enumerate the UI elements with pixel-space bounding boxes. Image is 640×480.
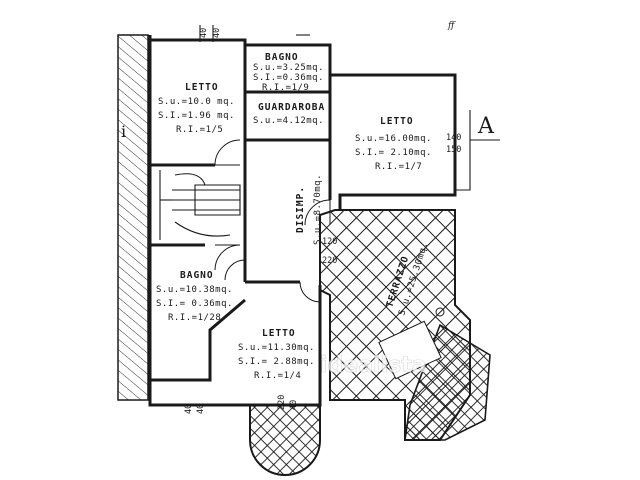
terrace-balcony: [404, 323, 491, 441]
room-name-disimp: DISIMP.: [295, 186, 306, 233]
section-marker: A: [477, 114, 495, 139]
room-ri-letto3: R.I.=1/4: [254, 371, 301, 381]
room-si-bagno2: S.I.= 0.36mq.: [156, 299, 233, 309]
dim-bottom-a: 40: [184, 404, 194, 414]
dim-right-a: 140: [446, 133, 461, 143]
round-balcony: [249, 404, 321, 476]
room-name-bagno2: BAGNO: [180, 270, 214, 281]
room-name-letto1: LETTO: [185, 82, 219, 93]
room-su-letto3: S.u.=11.30mq.: [238, 343, 315, 353]
door-bagno2: [224, 259, 246, 281]
corner-marker: ff: [447, 21, 456, 31]
dim-bottom-b: 40: [196, 404, 206, 414]
room-ri-letto2: R.I.=1/7: [375, 162, 422, 172]
dim-top-a: 40: [199, 28, 209, 38]
dim-bottom-d: 40: [289, 400, 299, 410]
room-su-letto1: S.u.=10.0 mq.: [158, 97, 235, 107]
dim-top-b: 40: [212, 28, 222, 38]
room-si-letto2: S.I.= 2.10mq.: [355, 148, 432, 158]
room-si-bagno1: S.I.=0.36mq.: [253, 73, 324, 83]
room-su-guardaroba: S.u.=4.12mq.: [253, 116, 324, 126]
section-line: [455, 110, 500, 191]
side-marker: i: [121, 122, 126, 141]
room-si-letto3: S.I.= 2.88mq.: [238, 357, 315, 367]
room-name-guardaroba: GUARDAROBA: [258, 102, 325, 113]
door-letto3: [299, 281, 321, 303]
dim-right-b: 150: [446, 145, 461, 155]
room-name-bagno1: BAGNO: [265, 52, 299, 63]
watermark: idealista: [320, 353, 427, 378]
dim-ticks-top: [199, 25, 310, 42]
room-ri-bagno2: R.I.=1/28: [168, 313, 221, 323]
hatched-wall: [117, 34, 149, 401]
dim-mid-a: 120: [322, 237, 337, 247]
room-su-bagno1: S.u.=3.25mq.: [253, 63, 324, 73]
dim-bottom-c: 220: [277, 395, 287, 410]
room-si-letto1: S.I.=1.96 mq.: [158, 111, 235, 121]
room-ri-bagno1: R.I.=1/9: [262, 83, 309, 93]
door-stair: [214, 244, 241, 271]
room-su-letto2: S.u.=16.00mq.: [355, 134, 432, 144]
terrace-drain: [435, 307, 445, 317]
wall-bagno2-diag: [150, 298, 246, 382]
room-su-bagno2: S.u.=10.38mq.: [156, 285, 233, 295]
terrace-table: [378, 320, 442, 380]
staircase: [159, 170, 241, 240]
room-su-disimp: S.u.=8.70mq.: [313, 174, 323, 245]
dim-mid-b: 220: [322, 256, 337, 266]
door-letto1: [214, 139, 241, 166]
room-name-letto2: LETTO: [380, 116, 414, 127]
room-ri-letto1: R.I.=1/5: [176, 125, 223, 135]
room-name-letto3: LETTO: [262, 328, 296, 339]
